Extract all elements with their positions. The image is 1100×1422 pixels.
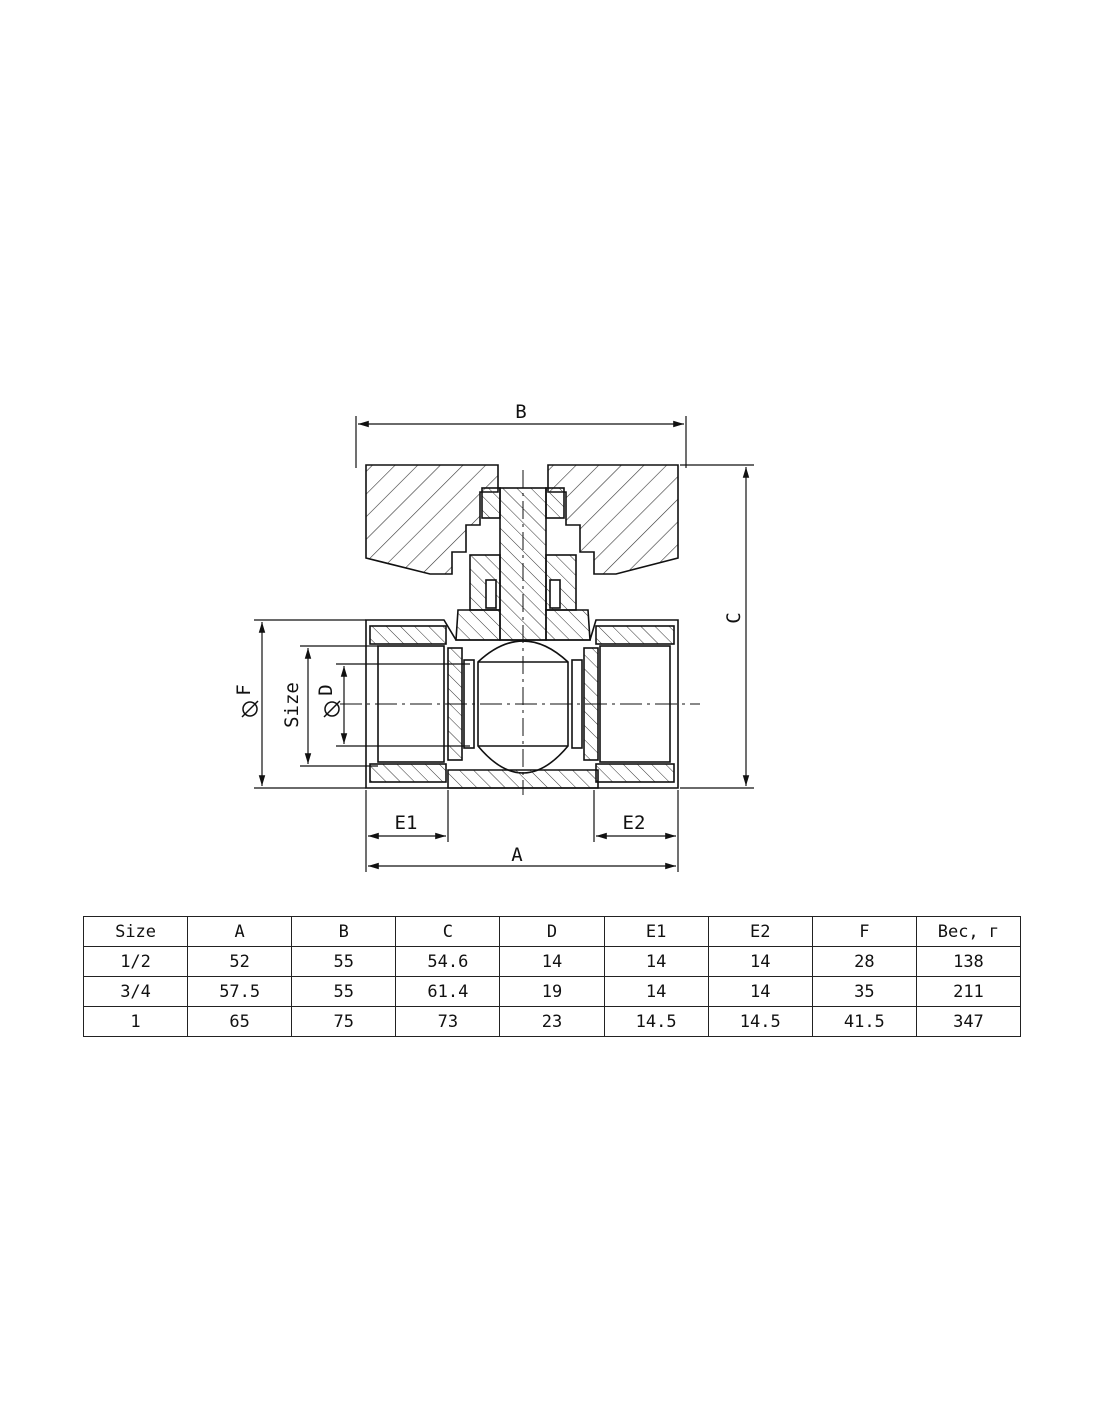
table-cell: 73 <box>395 1006 501 1037</box>
table-cell: 14 <box>707 946 813 977</box>
table-cell: 55 <box>291 946 397 977</box>
diameter-symbols <box>241 700 341 718</box>
table-cell: 57.5 <box>187 976 293 1007</box>
dim-label-size: Size <box>281 682 303 728</box>
table-cell: 35 <box>811 976 917 1007</box>
header-a: A <box>187 916 293 947</box>
header-e2: E2 <box>707 916 813 947</box>
table-cell: 14.5 <box>603 1006 709 1037</box>
table-cell: 14 <box>603 976 709 1007</box>
table-cell: 55 <box>291 976 397 1007</box>
table-row: 1/2 52 55 54.6 14 14 14 28 138 <box>82 946 1022 977</box>
valve-stem <box>455 470 591 795</box>
table-cell: 1 <box>82 1006 189 1037</box>
header-weight: Вес, г <box>915 916 1022 947</box>
dim-label-e2: E2 <box>623 812 646 834</box>
dim-label-a: A <box>511 844 523 866</box>
dim-label-f: F <box>233 684 255 695</box>
table-cell: 211 <box>915 976 1022 1007</box>
butterfly-handle <box>365 464 679 575</box>
table-cell: 14.5 <box>707 1006 813 1037</box>
table-cell: 28 <box>811 946 917 977</box>
table-cell: 3/4 <box>82 976 189 1007</box>
header-f: F <box>811 916 917 947</box>
table-cell: 14 <box>603 946 709 977</box>
dim-label-e1: E1 <box>395 812 418 834</box>
table-cell: 23 <box>499 1006 605 1037</box>
spec-table: Size A B C D E1 E2 F Вес, г 1/2 52 55 54… <box>82 916 1022 1037</box>
header-e1: E1 <box>603 916 709 947</box>
valve-body <box>340 619 700 789</box>
table-cell: 347 <box>915 1006 1022 1037</box>
table-cell: 75 <box>291 1006 397 1037</box>
table-cell: 54.6 <box>395 946 501 977</box>
table-cell: 14 <box>499 946 605 977</box>
table-header-row: Size A B C D E1 E2 F Вес, г <box>82 916 1022 947</box>
dim-label-c: C <box>723 612 745 623</box>
table-cell: 52 <box>187 946 293 977</box>
table-cell: 14 <box>707 976 813 1007</box>
table-row: 1 65 75 73 23 14.5 14.5 41.5 347 <box>82 1006 1022 1037</box>
table-cell: 138 <box>915 946 1022 977</box>
dim-label-b: B <box>515 401 526 423</box>
table-cell: 19 <box>499 976 605 1007</box>
table-cell: 41.5 <box>811 1006 917 1037</box>
header-c: C <box>395 916 501 947</box>
table-cell: 65 <box>187 1006 293 1037</box>
header-d: D <box>499 916 605 947</box>
valve-drawing: B C F Size D E1 E2 A <box>233 401 754 872</box>
table-cell: 61.4 <box>395 976 501 1007</box>
table-cell: 1/2 <box>82 946 189 977</box>
dim-label-d: D <box>315 684 337 695</box>
header-b: B <box>291 916 397 947</box>
header-size: Size <box>82 916 189 947</box>
table-row: 3/4 57.5 55 61.4 19 14 14 35 211 <box>82 976 1022 1007</box>
dimension-lines <box>254 416 754 872</box>
